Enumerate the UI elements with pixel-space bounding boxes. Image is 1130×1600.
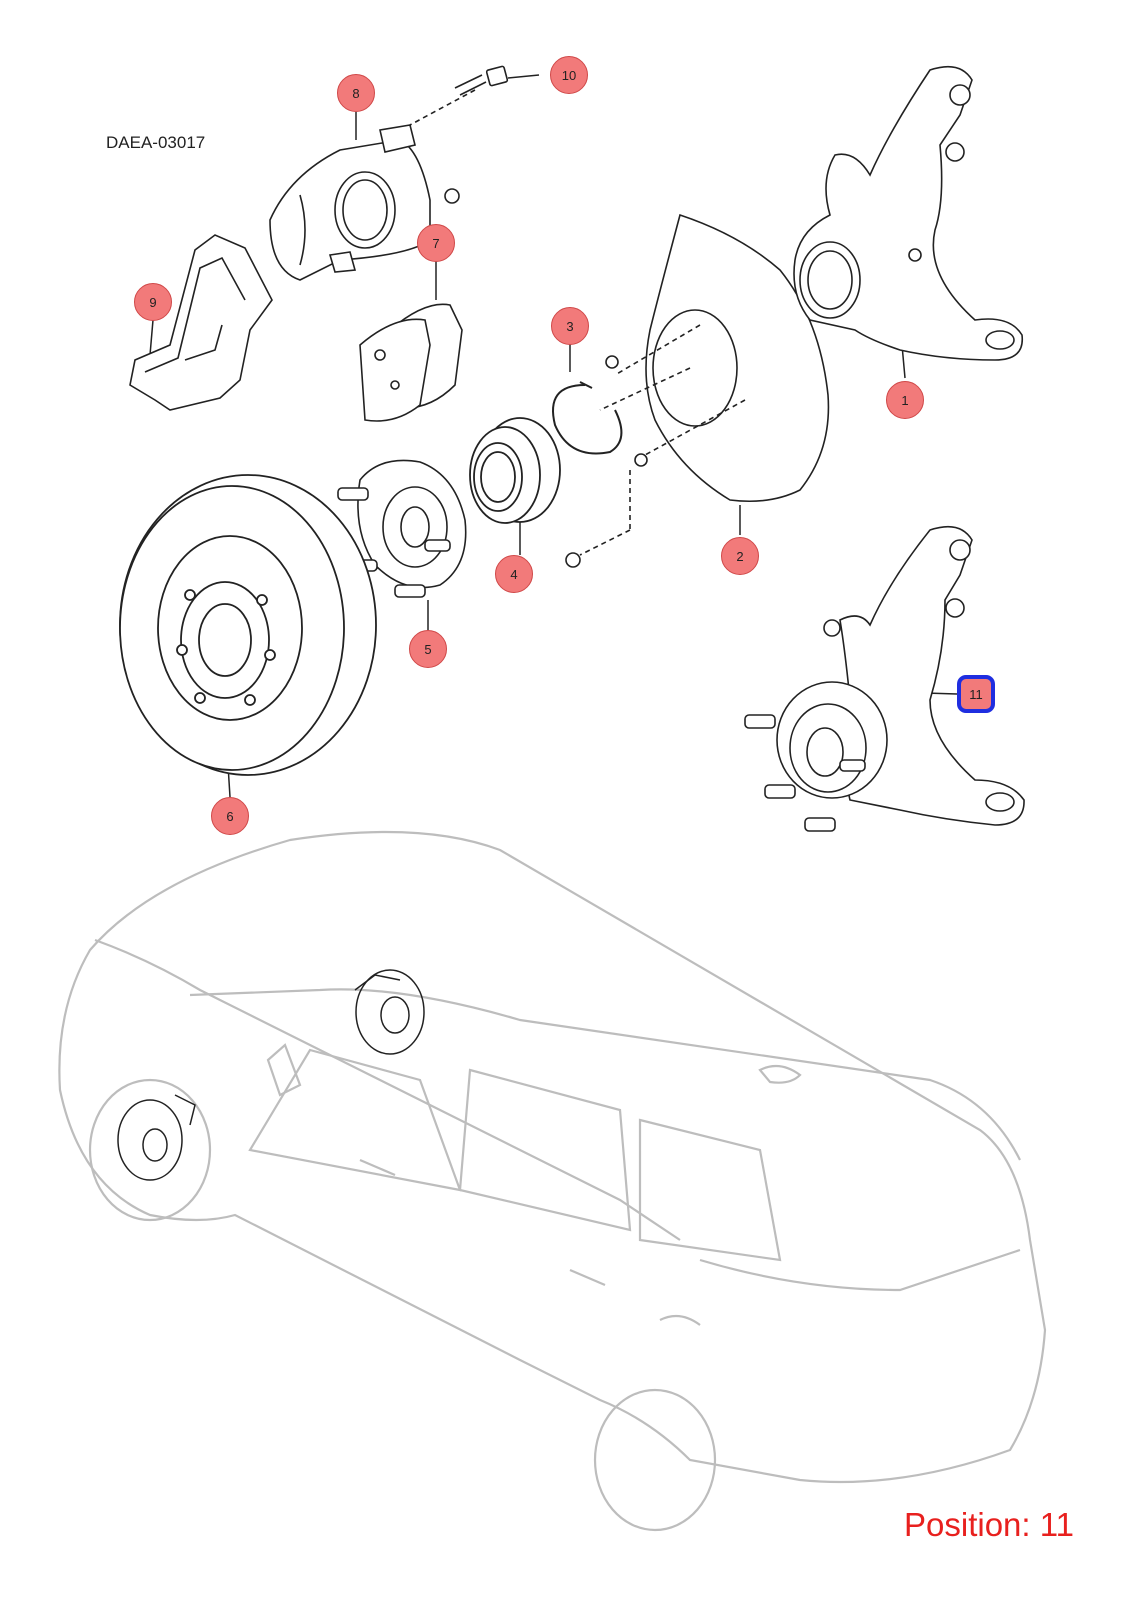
caliper-drawing bbox=[269, 124, 460, 281]
wheel-bearing-drawing bbox=[469, 417, 561, 524]
callout-3[interactable]: 3 bbox=[551, 307, 589, 345]
caliper-bolt-drawing bbox=[409, 65, 509, 126]
callout-10[interactable]: 10 bbox=[550, 56, 588, 94]
wheel-hub-drawing bbox=[337, 459, 467, 598]
callout-1[interactable]: 1 bbox=[886, 381, 924, 419]
dust-shield-drawing bbox=[565, 213, 830, 568]
callout-4[interactable]: 4 bbox=[495, 555, 533, 593]
hub-knuckle-assembly-drawing bbox=[744, 525, 1025, 832]
diagram-code: DAEA-03017 bbox=[106, 133, 206, 152]
callout-7[interactable]: 7 bbox=[417, 224, 455, 262]
callout-11-selected[interactable]: 11 bbox=[957, 675, 995, 713]
snap-ring-drawing bbox=[552, 381, 623, 455]
callout-6[interactable]: 6 bbox=[211, 797, 249, 835]
callout-5[interactable]: 5 bbox=[409, 630, 447, 668]
position-label: Position: 11 bbox=[904, 1506, 1074, 1543]
callout-9[interactable]: 9 bbox=[134, 283, 172, 321]
vehicle-outline-drawing bbox=[58, 830, 1047, 1532]
callout-2[interactable]: 2 bbox=[721, 537, 759, 575]
steering-knuckle-drawing bbox=[793, 65, 1024, 361]
brake-pads-drawing bbox=[359, 303, 463, 422]
caliper-bracket-drawing bbox=[129, 234, 273, 411]
brake-disc-drawing bbox=[119, 474, 377, 776]
callout-8[interactable]: 8 bbox=[337, 74, 375, 112]
vehicle-wheel-highlight bbox=[117, 969, 425, 1181]
